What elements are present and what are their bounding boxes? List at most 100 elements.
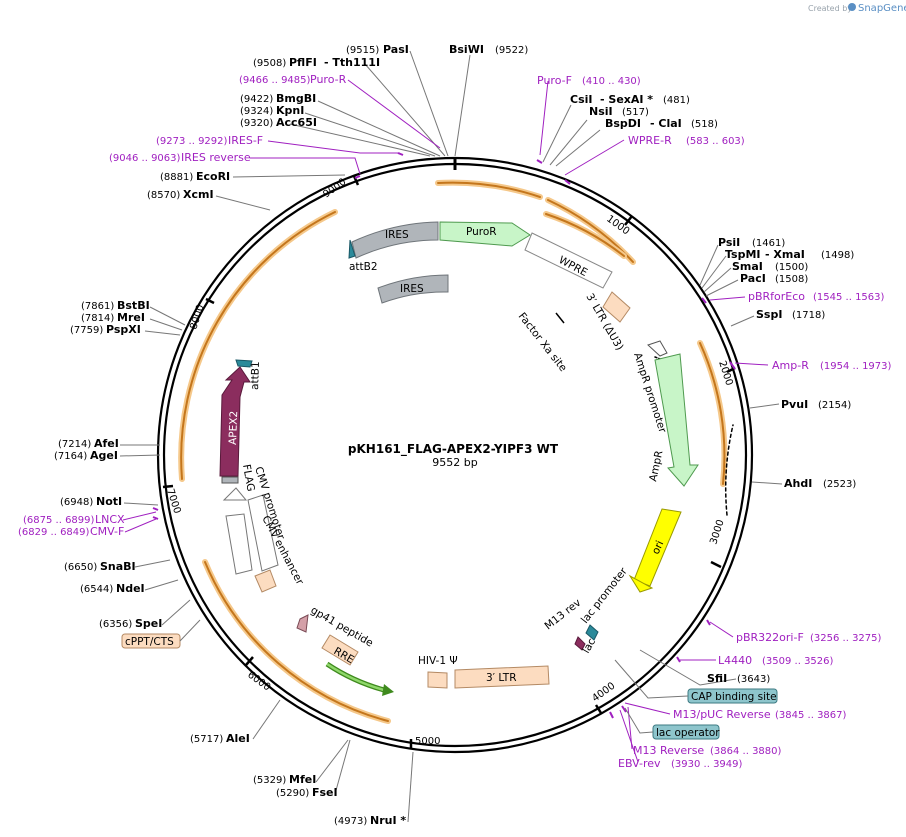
site-name-pvui[interactable]: PvuI — [781, 398, 808, 411]
site-name-paci[interactable]: PacI — [740, 272, 766, 285]
site-pos-pflfi: (9508) — [253, 58, 286, 69]
site-name-bspdi[interactable]: BspDI — [605, 117, 641, 130]
site-name-nrui[interactable]: NruI * — [370, 814, 406, 827]
site-name-sfii[interactable]: SfiI — [707, 672, 727, 685]
site-pos-kpni: (9324) — [240, 106, 273, 117]
primer-name-wprer[interactable]: WPRE-R — [628, 134, 672, 147]
site-pos-mfei: (5329) — [253, 775, 286, 786]
site-leader-lines — [119, 50, 783, 823]
site-name-ahdi[interactable]: AhdI — [784, 477, 812, 490]
site-name-psii[interactable]: PsiI — [718, 236, 740, 249]
site-name-kpni[interactable]: KpnI — [276, 104, 304, 117]
site-name-spei[interactable]: SpeI — [135, 617, 162, 630]
site-name-pasi[interactable]: PasI — [383, 43, 409, 56]
primer-pos-pbrforeco: (1545 .. 1563) — [813, 292, 885, 303]
site-name-clai[interactable]: - ClaI — [650, 117, 682, 130]
site-pos-sspi: (1718) — [792, 310, 825, 321]
site-pos-noti: (6948) — [60, 497, 93, 508]
site-pos-ndei: (6544) — [80, 584, 113, 595]
primer-pos-pbr322orif: (3256 .. 3275) — [810, 633, 882, 644]
site-name-bmgbi[interactable]: BmgBI — [276, 92, 316, 105]
site-name-ecori[interactable]: EcoRI — [196, 170, 230, 183]
site-name-bstbi[interactable]: BstBI — [117, 299, 150, 312]
plasmid-size: 9552 bp — [432, 456, 477, 469]
site-pos-ahdi: (2523) — [823, 479, 856, 490]
primer-name-l4440[interactable]: L4440 — [718, 654, 752, 667]
primer-leader-lines — [122, 79, 769, 763]
primer-pos-iresrev: (9046 .. 9063) — [109, 153, 181, 164]
feature-lac-promoter: lac promoter — [579, 565, 630, 641]
site-pos-csii: (481) — [663, 95, 690, 106]
primer-pos-cmvf: (6829 .. 6849) — [18, 527, 90, 538]
site-pos-nrui: (4973) — [334, 816, 367, 827]
primer-pos-wprer: (583 .. 603) — [686, 136, 745, 147]
feature-ires-bottom: IRES — [377, 274, 449, 304]
site-pos-acc65i: (9320) — [240, 118, 273, 129]
site-name-pspxi[interactable]: PspXI — [106, 323, 141, 336]
feature-3ltr-du3: 3′ LTR (ΔU3) — [583, 291, 631, 353]
primer-name-puror[interactable]: Puro-R — [310, 73, 347, 86]
site-pos-fsei: (5290) — [276, 788, 309, 799]
ires-bottom-label: IRES — [400, 283, 424, 295]
tick-9000: 9000 — [321, 177, 348, 201]
site-name-sspi[interactable]: SspI — [756, 308, 782, 321]
site-name-snabi[interactable]: SnaBI — [100, 560, 136, 573]
box-lacop-label: lac operator — [656, 727, 720, 739]
feature-apex2: APEX2 — [219, 366, 251, 477]
site-name-ndei[interactable]: NdeI — [116, 582, 145, 595]
site-name-smai[interactable]: SmaI — [732, 260, 763, 273]
site-name-csii[interactable]: CsiI — [570, 93, 592, 106]
puror-label: PuroR — [466, 226, 497, 238]
primer-name-cmvf[interactable]: CMV-F — [90, 525, 124, 538]
primer-pos-iresf: (9273 .. 9292) — [156, 136, 228, 147]
site-pos-xcmi: (8570) — [147, 190, 180, 201]
site-name-fsei[interactable]: FseI — [312, 786, 338, 799]
site-name-mfei[interactable]: MfeI — [289, 773, 316, 786]
box-cap-binding-site[interactable]: CAP binding site — [614, 659, 778, 704]
primer-name-m13rev[interactable]: M13 Reverse — [633, 744, 704, 757]
feature-peach-small — [254, 569, 277, 593]
site-name-pflfi[interactable]: PflFI — [289, 56, 317, 69]
site-name-agei[interactable]: AgeI — [90, 449, 118, 462]
site-name-tth111i[interactable]: - Tth111I — [324, 56, 380, 69]
site-name-sexai[interactable]: - SexAI * — [600, 93, 653, 106]
primer-name-ampr[interactable]: Amp-R — [772, 359, 809, 372]
site-name-xcmi[interactable]: XcmI — [183, 188, 214, 201]
primer-name-iresf[interactable]: IRES-F — [228, 134, 263, 147]
site-pos-pspxi: (7759) — [70, 325, 103, 336]
ori-label: ori — [650, 539, 667, 556]
site-name-tspmi[interactable]: TspMI — [725, 248, 761, 261]
site-name-mrei[interactable]: MreI — [117, 311, 145, 324]
attb1-label: attB1 — [249, 361, 262, 390]
primer-name-lncx[interactable]: LNCX — [95, 513, 125, 526]
tick-4000: 4000 — [590, 681, 617, 705]
tick-5000: 5000 — [415, 736, 440, 747]
ampr-label: AmpR — [647, 449, 665, 482]
site-name-alei[interactable]: AleI — [226, 732, 250, 745]
primer-name-purof[interactable]: Puro-F — [537, 74, 572, 87]
primer-name-ebvrev[interactable]: EBV-rev — [618, 757, 661, 770]
primer-name-m13puc[interactable]: M13/pUC Reverse — [673, 708, 771, 721]
feature-ires-top: IRES — [351, 221, 439, 259]
site-pos-nsii: (517) — [622, 107, 649, 118]
feature-puror: PuroR — [439, 221, 531, 247]
primer-name-pbrforeco[interactable]: pBRforEco — [748, 290, 805, 303]
site-name-noti[interactable]: NotI — [96, 495, 122, 508]
site-pos-alei: (5717) — [190, 734, 223, 745]
primer-name-iresrev[interactable]: IRES reverse — [181, 151, 251, 164]
box-cppt[interactable]: cPPT/CTS — [121, 619, 201, 649]
box-lac-operator[interactable]: lac operator — [624, 707, 720, 740]
site-name-nsii[interactable]: NsiI — [589, 105, 613, 118]
primer-pos-ebvrev: (3930 .. 3949) — [671, 759, 743, 770]
site-name-afei[interactable]: AfeI — [94, 437, 119, 450]
feature-attb2: attB2 — [348, 239, 378, 273]
site-name-bsiwi[interactable]: BsiWI — [449, 43, 484, 56]
site-name-acc65i[interactable]: Acc65I — [276, 116, 317, 129]
tick-marks — [162, 175, 736, 749]
site-name-xmai[interactable]: - XmaI — [765, 248, 805, 261]
flag-label: FLAG — [240, 463, 257, 492]
box-cap-label: CAP binding site — [691, 691, 777, 703]
ires-top-label: IRES — [385, 229, 409, 241]
primer-pos-lncx: (6875 .. 6899) — [23, 515, 95, 526]
primer-name-pbr322orif[interactable]: pBR322ori-F — [736, 631, 804, 644]
